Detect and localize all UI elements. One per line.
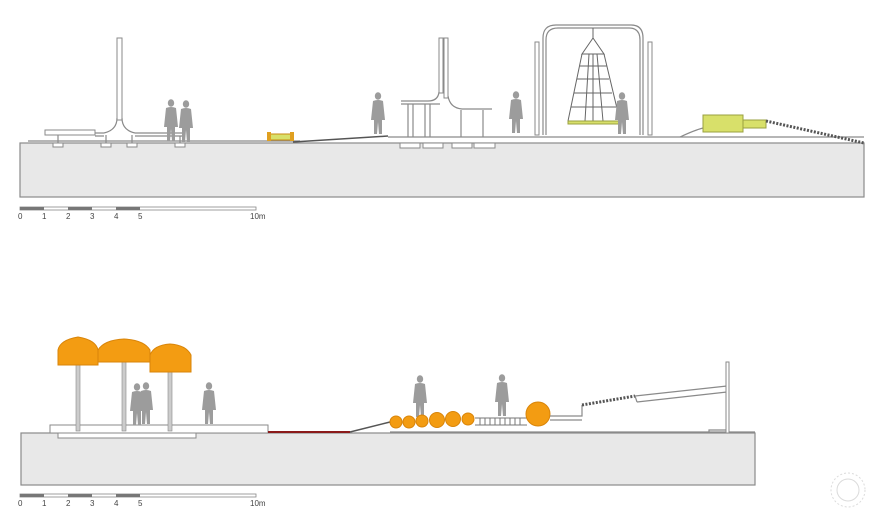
step xyxy=(550,405,583,421)
orange-umbrella xyxy=(57,336,99,366)
scale-label: 4 xyxy=(114,499,119,508)
person-silhouette xyxy=(164,99,178,141)
person-silhouette xyxy=(615,92,629,134)
ground-slab xyxy=(19,142,865,198)
upper-ramp xyxy=(634,385,728,403)
scale-label: 4 xyxy=(114,212,119,221)
ground-slab xyxy=(20,432,756,486)
yellow-box-element xyxy=(702,114,744,133)
yellow-box-extension xyxy=(742,119,767,129)
section-top xyxy=(19,24,865,198)
platform-base xyxy=(57,432,197,439)
orange-umbrella xyxy=(97,338,151,363)
scale-label: 10m xyxy=(250,499,266,508)
scale-label: 1 xyxy=(42,212,47,221)
dashed-slope xyxy=(581,394,636,407)
ladder-bridge xyxy=(475,417,527,426)
ramp-line xyxy=(349,421,391,433)
person-silhouette xyxy=(413,375,427,417)
large-orange-ball xyxy=(525,401,551,427)
climbing-net-cone xyxy=(567,28,621,125)
person-silhouette xyxy=(202,382,216,424)
scale-bar-bottom: 0 1 2 3 4 5 10m xyxy=(18,493,266,508)
scale-label: 1 xyxy=(42,499,47,508)
small-roller-element xyxy=(267,132,294,141)
post-base xyxy=(708,429,726,433)
watermark-seal-icon xyxy=(830,472,866,508)
ramp-line xyxy=(292,135,389,143)
scale-bar-top: 0 1 2 3 4 5 10m xyxy=(18,206,266,221)
section-bottom xyxy=(20,336,756,486)
scale-label: 3 xyxy=(90,212,95,221)
dashed-slope xyxy=(765,119,865,145)
end-post xyxy=(725,361,730,434)
orange-umbrella xyxy=(149,343,192,373)
scale-label: 2 xyxy=(66,212,71,221)
scale-label: 2 xyxy=(66,499,71,508)
person-silhouette xyxy=(509,91,523,133)
tall-pole-structure xyxy=(57,37,185,143)
scale-label: 3 xyxy=(90,499,95,508)
scale-label: 0 xyxy=(18,212,23,221)
connector-line xyxy=(679,127,704,138)
scale-label: 10m xyxy=(250,212,266,221)
person-silhouette xyxy=(139,382,153,424)
person-silhouette xyxy=(371,92,385,134)
scale-label: 5 xyxy=(138,212,143,221)
person-silhouette xyxy=(495,374,509,416)
footings xyxy=(52,142,186,148)
footings xyxy=(399,142,496,149)
platform xyxy=(49,424,269,434)
scale-label: 0 xyxy=(18,499,23,508)
orange-ball-row xyxy=(389,411,475,429)
bench xyxy=(44,129,96,136)
scale-label: 5 xyxy=(138,499,143,508)
pole-with-tables xyxy=(401,37,492,137)
